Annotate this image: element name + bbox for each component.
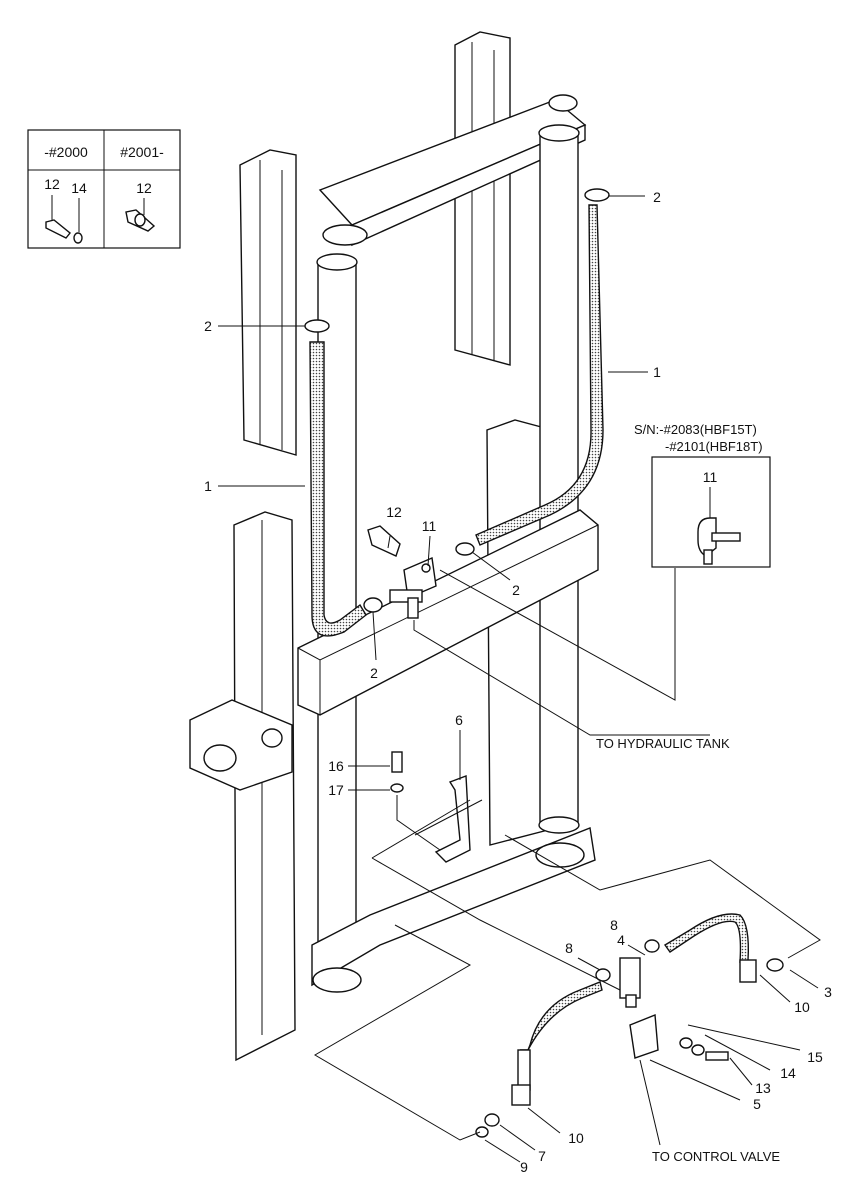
cover-part-5 <box>629 1013 659 1059</box>
callout-8-left: 8 <box>565 940 573 956</box>
callout-14: 14 <box>780 1065 796 1081</box>
callout-6: 6 <box>455 712 463 728</box>
callout-3: 3 <box>824 984 832 1000</box>
small-fittings <box>475 939 784 1138</box>
callout-2-low: 2 <box>370 665 378 681</box>
variant-col2-header: #2001- <box>120 144 164 160</box>
callout-1-right: 1 <box>653 364 661 380</box>
callout-10-right: 10 <box>794 999 810 1015</box>
callout-4: 4 <box>617 932 625 948</box>
serial-note-part: 11 <box>703 469 718 485</box>
callout-7: 7 <box>538 1148 546 1164</box>
variant-table: -#2000 #2001- 12 14 12 <box>27 129 181 249</box>
serial-note-line1: S/N:-#2083(HBF15T) <box>634 422 757 437</box>
variant-col1-part-12: 12 <box>44 176 60 192</box>
callout-9: 9 <box>520 1159 528 1175</box>
hose-lower-right <box>663 913 757 983</box>
tee-fitting <box>367 525 437 619</box>
callout-12: 12 <box>386 504 402 520</box>
callout-2-mid: 2 <box>512 582 520 598</box>
hose-bracket <box>390 751 471 863</box>
serial-note-box: S/N:-#2083(HBF15T) -#2101(HBF18T) 11 <box>634 422 771 568</box>
variant-col1-header: -#2000 <box>44 144 88 160</box>
variant-col2-part-12: 12 <box>136 180 152 196</box>
callout-13: 13 <box>755 1080 771 1096</box>
callout-11: 11 <box>422 518 437 534</box>
hose-clamp <box>304 188 610 613</box>
bolt-icon <box>45 219 83 244</box>
dest-hydraulic-tank: TO HYDRAULIC TANK <box>596 736 730 751</box>
callout-8-right: 8 <box>610 917 618 933</box>
hose-left <box>309 341 367 637</box>
tee-fitting-alt-icon <box>697 517 741 565</box>
hose-right <box>475 204 604 546</box>
callout-15: 15 <box>807 1049 823 1065</box>
callout-5: 5 <box>753 1096 761 1112</box>
side-bracket <box>189 699 293 791</box>
dest-control-valve: TO CONTROL VALVE <box>652 1149 780 1164</box>
bolt-washer-icon <box>125 209 156 232</box>
callout-2-left: 2 <box>204 318 212 334</box>
callout-1-left: 1 <box>204 478 212 494</box>
hose-lower-left <box>511 981 603 1106</box>
serial-note-line2: -#2101(HBF18T) <box>665 439 763 454</box>
callout-16: 16 <box>328 758 344 774</box>
callout-17: 17 <box>328 782 344 798</box>
callout-2-top-right: 2 <box>653 189 661 205</box>
callout-10-left: 10 <box>568 1130 584 1146</box>
variant-col1-part-14: 14 <box>71 180 87 196</box>
switch-part-4 <box>619 957 641 1008</box>
